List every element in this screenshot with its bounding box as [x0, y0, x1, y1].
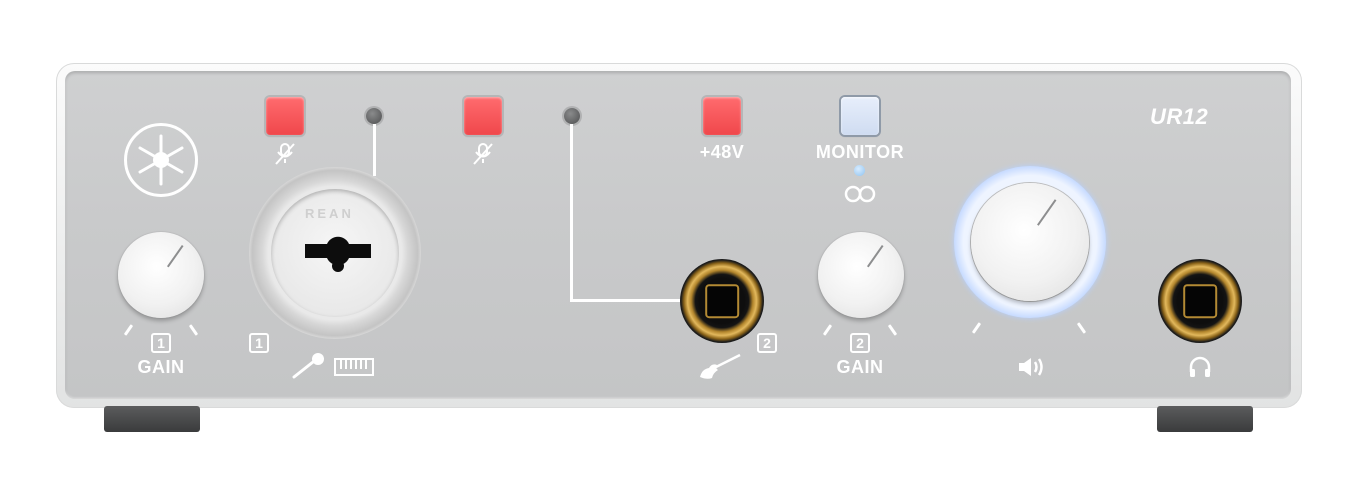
input2-jack-number: 2 — [757, 333, 777, 353]
headphone-jack[interactable] — [1158, 259, 1242, 343]
right-foot — [1157, 406, 1253, 432]
monitor-button[interactable] — [841, 97, 879, 135]
gain2-channel-number: 2 — [850, 333, 870, 353]
input2-jack[interactable] — [680, 259, 764, 343]
input2-pad-button[interactable] — [464, 97, 502, 135]
input1-pad-button[interactable] — [266, 97, 304, 135]
mic-mute-icon — [274, 142, 296, 171]
link-icon — [842, 185, 878, 208]
phantom-power-button[interactable] — [703, 97, 741, 135]
guitar-icon — [698, 351, 744, 386]
input1-indicator-line — [373, 124, 376, 176]
headphone-icon — [1188, 355, 1212, 384]
gain1-label: GAIN — [137, 357, 185, 377]
monitor-led — [854, 165, 865, 176]
input2-indicator-line-v — [570, 124, 573, 302]
volume-knob[interactable] — [971, 183, 1089, 301]
input1-jack-number: 1 — [249, 333, 269, 353]
gain2-knob[interactable] — [818, 232, 904, 318]
input2-indicator-line-h — [570, 299, 682, 302]
xlr-socket-icon — [295, 226, 381, 276]
connector-brand: REAN — [305, 206, 354, 221]
input2-led — [564, 108, 580, 124]
yamaha-logo-icon — [124, 123, 198, 197]
gain1-knob[interactable] — [118, 232, 204, 318]
gain1-channel-number: 1 — [151, 333, 171, 353]
gain2-label: GAIN — [836, 357, 884, 377]
speaker-icon — [1017, 356, 1045, 383]
left-foot — [104, 406, 200, 432]
mic-icon — [291, 352, 327, 385]
monitor-label: MONITOR — [815, 142, 905, 162]
input1-led — [366, 108, 382, 124]
keyboard-icon — [334, 358, 374, 381]
mic-mute-icon — [472, 142, 494, 171]
phantom-power-label: +48V — [699, 142, 745, 162]
model-name: UR12 — [1150, 104, 1209, 129]
